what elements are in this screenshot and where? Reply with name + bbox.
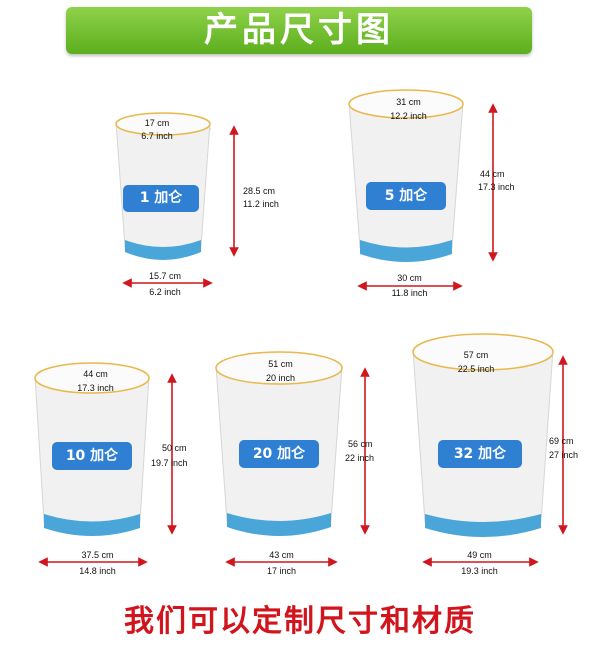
bag-label: 20 加仑 [239, 440, 319, 468]
top-width-cm: 57 cm [463, 350, 489, 360]
bag-label: 10 加仑 [52, 442, 132, 470]
height-inch: 27 inch [549, 450, 579, 460]
bottom-width-cm: 43 cm [269, 550, 294, 560]
height-cm: 69 cm [549, 436, 574, 446]
bag-32-gallon: 32 加仑 [410, 330, 556, 544]
height-inch: 11.2 inch [243, 199, 279, 209]
height-cm: 44 cm [480, 169, 505, 179]
bag-1-gallon: 1 加仑 [113, 112, 213, 267]
bottom-width-cm: 30 cm [397, 273, 422, 283]
top-width-inch: 22.5 inch [457, 364, 495, 374]
bag-label: 5 加仑 [366, 182, 446, 210]
bag-10-gallon: 10 加仑 [32, 360, 152, 542]
top-width-inch: 17.3 inch [77, 383, 114, 393]
bottom-width-cm: 49 cm [467, 550, 492, 560]
height-inch: 22 inch [345, 453, 375, 463]
bottom-width-inch: 19.3 inch [461, 566, 498, 576]
bag-label: 32 加仑 [438, 440, 522, 468]
top-width-inch: 20 inch [265, 373, 296, 383]
title-banner: 产品尺寸图 [66, 7, 532, 54]
height-cm: 50 cm [162, 443, 187, 453]
top-width-cm: 31 cm [396, 97, 421, 107]
top-width-cm: 51 cm [268, 359, 293, 369]
height-cm: 56 cm [348, 439, 373, 449]
bag-label: 1 加仑 [123, 185, 199, 212]
bottom-width-inch: 14.8 inch [79, 566, 116, 576]
customization-note: 我们可以定制尺寸和材质 [124, 604, 476, 639]
top-width-inch: 12.2 inch [390, 111, 427, 121]
top-width-cm: 44 cm [83, 369, 108, 379]
bottom-width-inch: 6.2 inch [149, 287, 181, 297]
bottom-width-inch: 17 inch [266, 566, 297, 576]
height-cm: 28.5 cm [243, 186, 276, 196]
height-inch: 17.3 inch [478, 182, 515, 192]
bag-5-gallon: 5 加仑 [346, 88, 466, 268]
bottom-width-inch: 11.8 inch [391, 288, 428, 298]
top-width-inch: 6.7 inch [141, 131, 173, 141]
height-inch: 19.7 inch [151, 458, 188, 468]
bottom-width-cm: 15.7 cm [148, 271, 181, 281]
top-width-cm: 17 cm [144, 118, 170, 128]
bag-20-gallon: 20 加仑 [213, 349, 345, 543]
bottom-width-cm: 37.5 cm [81, 550, 114, 560]
